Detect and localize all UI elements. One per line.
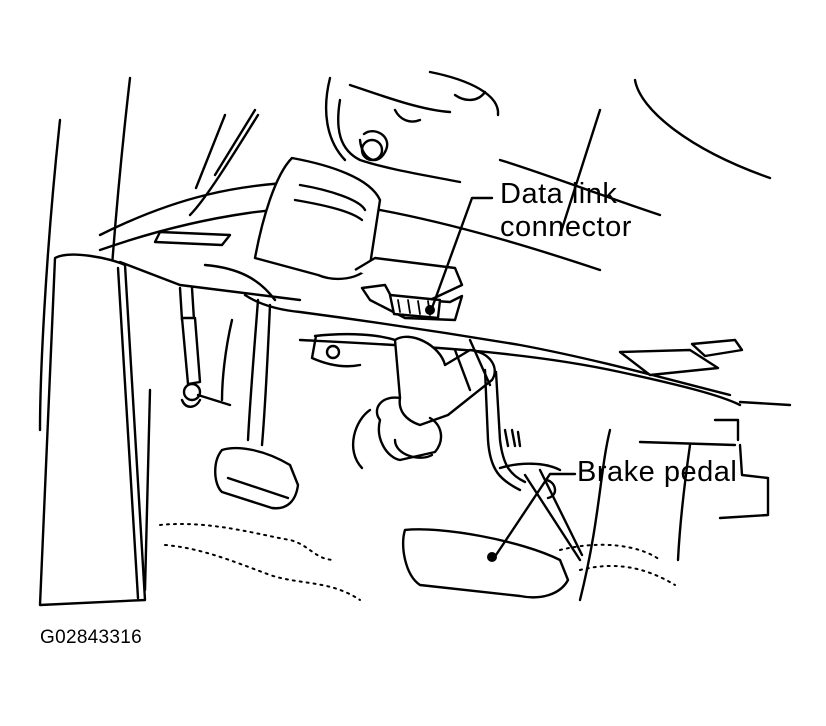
brake-pedal-label: Brake pedal — [577, 456, 738, 488]
figure-code: G02843316 — [40, 627, 143, 648]
dashboard-edge — [498, 78, 772, 237]
data-link-connector — [354, 256, 464, 322]
brake-pedal — [401, 368, 584, 599]
data-link-connector-label-line1: Data link — [500, 178, 618, 210]
lower-panel-right — [243, 293, 792, 447]
clutch-pedal — [178, 286, 300, 510]
knee-panel — [253, 156, 382, 281]
leader-lines — [430, 196, 577, 557]
firewall-bracket — [578, 428, 770, 602]
steering-column-housing — [324, 70, 500, 184]
left-kick-panel — [38, 253, 147, 607]
steering-shaft — [310, 332, 496, 470]
lower-dash-panel — [98, 108, 602, 302]
data-link-connector-label: Data link connector — [500, 178, 632, 244]
floor-carpet — [159, 523, 676, 601]
data-link-connector-label-line2: connector — [500, 211, 632, 243]
